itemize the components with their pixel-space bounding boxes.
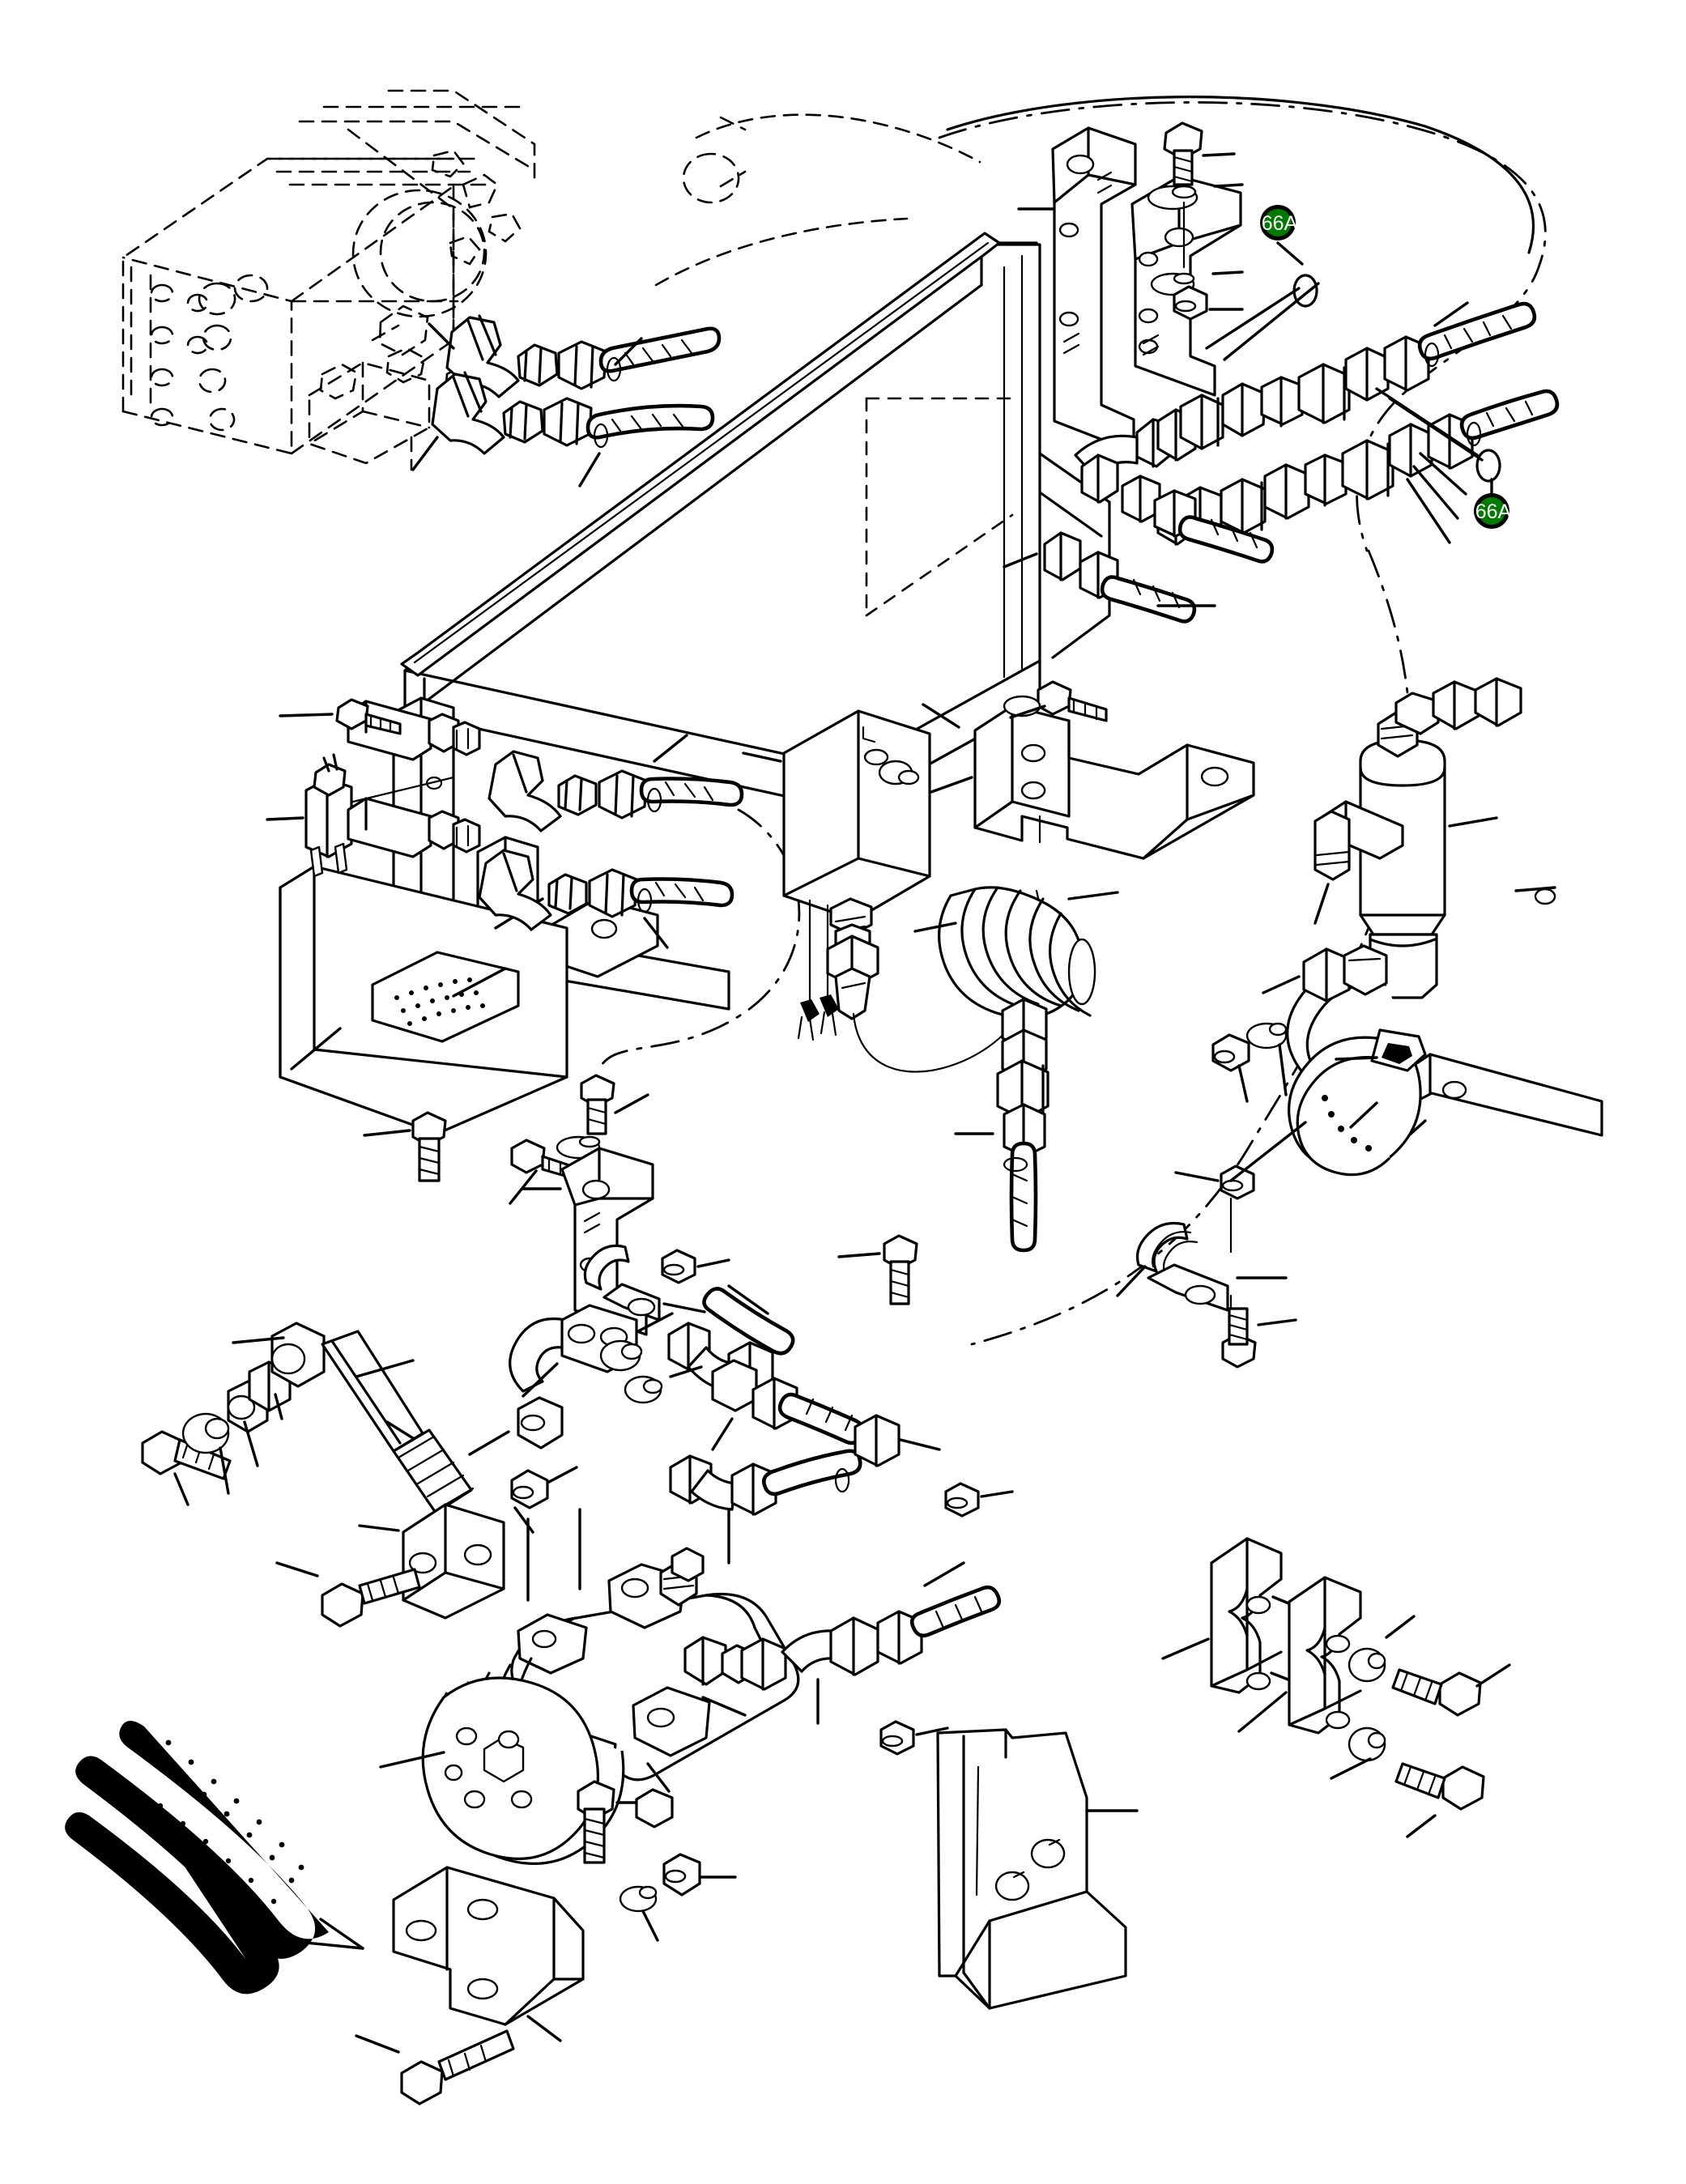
condenser-outlet-hoses <box>478 734 801 1071</box>
callout-66a-lower-label: 66A <box>1475 500 1512 523</box>
receiver-drier <box>1313 677 1556 999</box>
capillary-tube-coil <box>913 886 1119 1020</box>
thermostat-switch-box <box>742 709 1044 1073</box>
belt-adjusting-link-rod <box>141 1322 578 1628</box>
ac-compressor <box>355 1508 800 2105</box>
condenser-upper-brackets <box>1017 121 1244 453</box>
hose-clamp-block-pair <box>1161 1537 1511 1838</box>
drier-inlet-hose <box>954 998 1049 1253</box>
compressor-side-bracket <box>468 1304 703 1456</box>
o-ring-lower <box>1475 449 1501 496</box>
compressor-hose-lines <box>667 1284 1002 1725</box>
middle-bolts-and-clamps <box>363 1074 1297 1369</box>
condenser-mounting-frame <box>279 696 659 1135</box>
thermostat-mounting-bracket <box>922 680 1255 860</box>
condenser-top-fittings <box>279 698 481 858</box>
pressure-switch <box>266 753 455 878</box>
belt-reference-arc <box>654 217 909 287</box>
crankshaft-pulley-phantom <box>351 116 747 318</box>
callout-66a-upper[interactable]: 66A <box>1260 205 1298 241</box>
lower-hose-chain-right <box>711 1359 941 1493</box>
condenser-core <box>400 232 1111 811</box>
pulley-reference-arc <box>695 113 981 164</box>
compressor-guard-plate <box>936 1728 1139 2010</box>
callout-66a-lower[interactable]: 66A <box>1474 493 1512 529</box>
callout-66a-upper-label: 66A <box>1262 212 1298 235</box>
lower-center-fasteners <box>635 1482 1014 1829</box>
engine-hose-fittings-upper-left <box>411 314 722 487</box>
matched-v-belt-set <box>65 1721 364 1995</box>
hose-strap-clamp <box>1229 1028 1427 1182</box>
